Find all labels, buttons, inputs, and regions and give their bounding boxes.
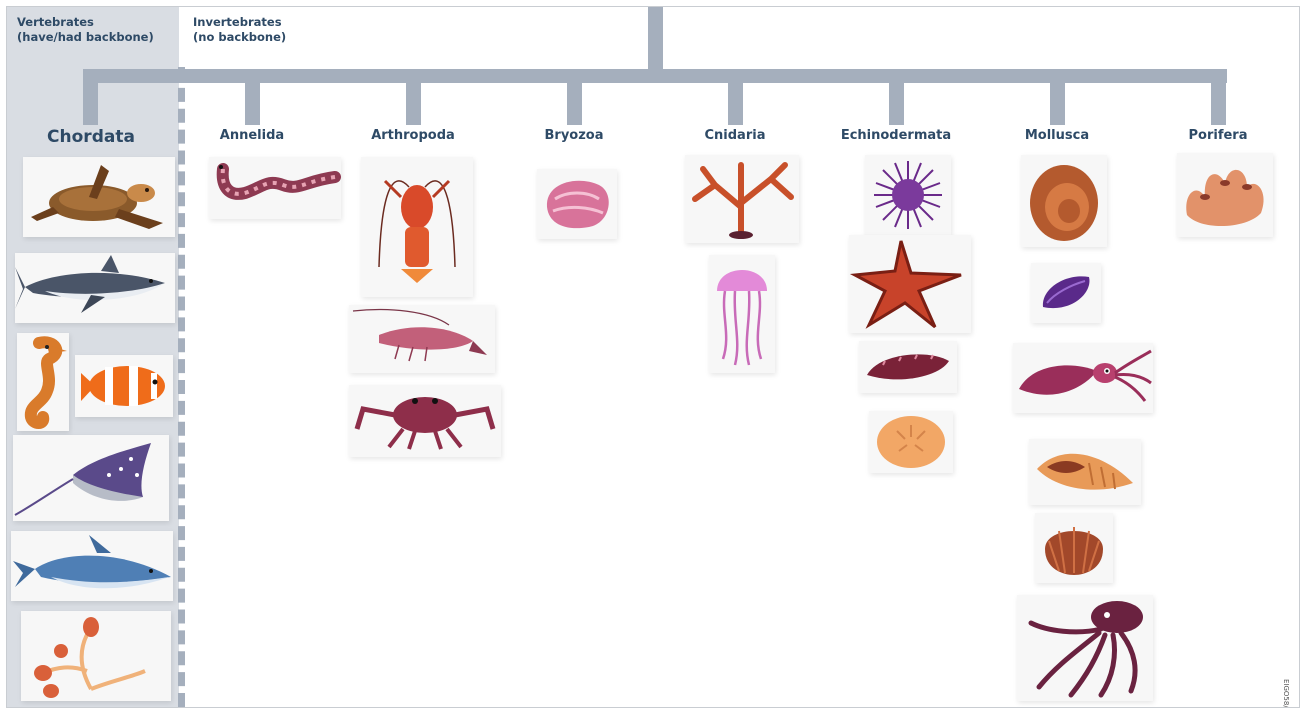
sea-squirt-icon: [21, 611, 171, 701]
worm-icon: [209, 157, 341, 219]
phylum-label-echinodermata: Echinodermata: [826, 128, 966, 143]
tree-branch-bryozoa: [567, 69, 582, 125]
cnidaria-jellyfish: [709, 255, 775, 373]
vertebrate-invertebrate-divider: [178, 67, 185, 707]
mollusca-conch: [1029, 439, 1141, 505]
mollusca-mussel: [1031, 263, 1101, 323]
mollusca-octopus: [1017, 595, 1153, 701]
clownfish-icon: [75, 355, 173, 417]
chordata-dolphin: [11, 531, 173, 601]
echinodermata-starfish: [849, 235, 971, 333]
tree-branch-mollusca: [1050, 69, 1065, 125]
sand-dollar-icon: [869, 411, 953, 473]
crab-icon: [349, 385, 501, 457]
dolphin-icon: [11, 531, 173, 601]
annelida-worm: [209, 157, 341, 219]
tree-root-stem: [648, 7, 663, 77]
coral-icon: [685, 155, 799, 243]
chordata-shark: [15, 253, 175, 323]
mussel-icon: [1031, 263, 1101, 323]
mollusca-squid: [1013, 343, 1153, 413]
tree-branch-arthropoda: [406, 69, 421, 125]
sea-cucumber-icon: [859, 341, 957, 393]
bryozoan-icon: [537, 169, 617, 239]
squid-icon: [1013, 343, 1153, 413]
phylum-label-bryozoa: Bryozoa: [504, 128, 644, 143]
lobster-icon: [361, 157, 473, 297]
phylum-label-mollusca: Mollusca: [987, 128, 1127, 143]
seahorse-icon: [17, 333, 69, 431]
chordata-seahorse: [17, 333, 69, 431]
phylogeny-tree: [7, 7, 1300, 127]
ammonite-icon: [1021, 155, 1107, 247]
tree-branch-cnidaria: [728, 69, 743, 125]
phylum-label-chordata: Chordata: [21, 127, 161, 147]
mollusca-ammonite: [1021, 155, 1107, 247]
arthropoda-shrimp: [349, 305, 495, 373]
octopus-icon: [1017, 595, 1153, 701]
sponge-icon: [1177, 153, 1273, 237]
tree-branch-porifera: [1211, 69, 1226, 125]
mollusca-scallop: [1035, 513, 1113, 583]
scallop-icon: [1035, 513, 1113, 583]
chordata-turtle: [23, 157, 175, 237]
cnidaria-coral: [685, 155, 799, 243]
echinodermata-sea-urchin: [865, 155, 951, 235]
shrimp-icon: [349, 305, 495, 373]
figure-code: EIGO58/22: [1282, 679, 1290, 708]
diagram-frame: Vertebrates (have/had backbone) Inverteb…: [6, 6, 1300, 708]
phylum-label-arthropoda: Arthropoda: [343, 128, 483, 143]
arthropoda-lobster: [361, 157, 473, 297]
echinodermata-sea-cucumber: [859, 341, 957, 393]
porifera-sponge: [1177, 153, 1273, 237]
phylum-label-porifera: Porifera: [1148, 128, 1288, 143]
echinodermata-sand-dollar: [869, 411, 953, 473]
sea-urchin-icon: [865, 155, 951, 235]
starfish-icon: [849, 235, 971, 333]
jellyfish-icon: [709, 255, 775, 373]
phylum-label-annelida: Annelida: [182, 128, 322, 143]
tree-branch-annelida: [245, 69, 260, 125]
stingray-icon: [13, 435, 169, 521]
chordata-stingray: [13, 435, 169, 521]
phylum-label-cnidaria: Cnidaria: [665, 128, 805, 143]
conch-icon: [1029, 439, 1141, 505]
tree-branch-chordata: [83, 69, 98, 125]
shark-icon: [15, 253, 175, 323]
chordata-sea-squirt: [21, 611, 171, 701]
arthropoda-crab: [349, 385, 501, 457]
tree-branch-echinodermata: [889, 69, 904, 125]
turtle-icon: [23, 157, 175, 237]
chordata-clownfish: [75, 355, 173, 417]
bryozoa-bryozoan: [537, 169, 617, 239]
